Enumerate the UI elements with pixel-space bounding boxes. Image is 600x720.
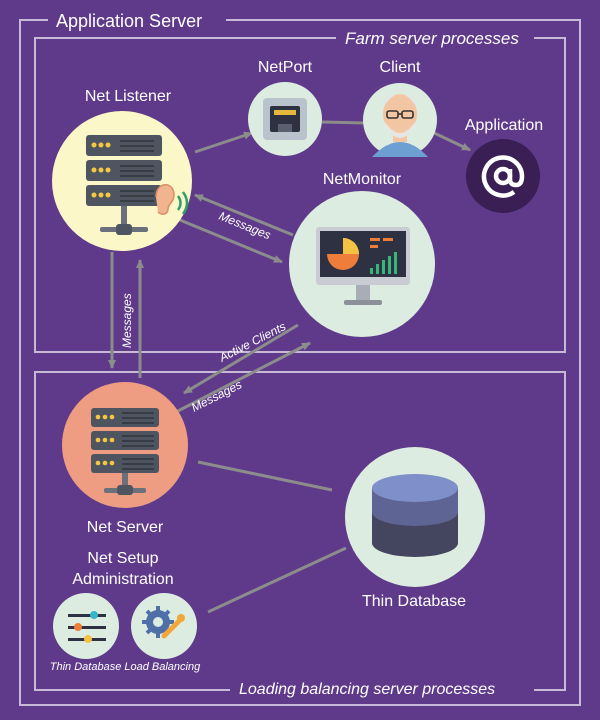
netport-node xyxy=(248,82,322,156)
farm-box-title: Farm server processes xyxy=(345,29,519,48)
connections xyxy=(108,120,471,614)
setup-to-database-line xyxy=(207,546,347,614)
sliders-settings-icon xyxy=(68,611,106,643)
at-sign-icon xyxy=(481,155,525,198)
net-listener-label: Net Listener xyxy=(85,88,172,105)
net-setup-label-line2: Administration xyxy=(72,571,173,588)
net-listener-node xyxy=(52,111,192,251)
netmonitor-label: NetMonitor xyxy=(323,171,402,188)
monitor-to-listener-arrow xyxy=(194,193,294,237)
net-server-label: Net Server xyxy=(87,519,164,536)
gear-wrench-node xyxy=(131,593,197,659)
ethernet-port-icon xyxy=(263,98,307,140)
outer-frame-title: Application Server xyxy=(56,11,202,31)
netport-to-client-line xyxy=(321,120,366,125)
database-cylinder-icon xyxy=(372,474,458,557)
farm-box-frame xyxy=(34,37,566,353)
user-avatar-icon xyxy=(372,94,428,157)
server-rack-icon xyxy=(91,408,159,495)
client-to-application-arrow xyxy=(427,128,471,152)
netmonitor-node xyxy=(289,191,435,337)
client-label: Client xyxy=(380,59,421,76)
lb-box-title: Loading balancing server processes xyxy=(239,681,495,698)
server-rack-with-ear-icon xyxy=(86,135,189,235)
edge-label-listener-server: Messages xyxy=(120,293,134,348)
listener-to-netport-arrow xyxy=(194,131,253,154)
thin-database-label: Thin Database xyxy=(362,593,466,610)
thin-database-node xyxy=(345,447,485,587)
thin-db-lb-label: Thin Database Load Balancing xyxy=(50,661,201,673)
edge-label-server-monitor-messages: Messages xyxy=(189,377,244,414)
sliders-settings-node xyxy=(53,593,119,659)
server-to-database-line xyxy=(197,460,333,492)
client-node xyxy=(363,83,437,157)
monitor-to-server-arrow xyxy=(183,323,299,395)
application-node xyxy=(466,139,540,213)
monitor-dashboard-icon xyxy=(316,227,410,305)
listener-to-monitor-arrow xyxy=(179,218,283,264)
gear-wrench-icon xyxy=(142,606,185,639)
lb-box-frame xyxy=(34,371,566,691)
net-server-node xyxy=(62,382,188,508)
net-setup-label-line1: Net Setup xyxy=(87,550,158,567)
server-to-monitor-arrow xyxy=(175,341,311,414)
outer-frame xyxy=(19,19,581,706)
application-label: Application xyxy=(465,117,543,134)
netport-label: NetPort xyxy=(258,59,313,76)
